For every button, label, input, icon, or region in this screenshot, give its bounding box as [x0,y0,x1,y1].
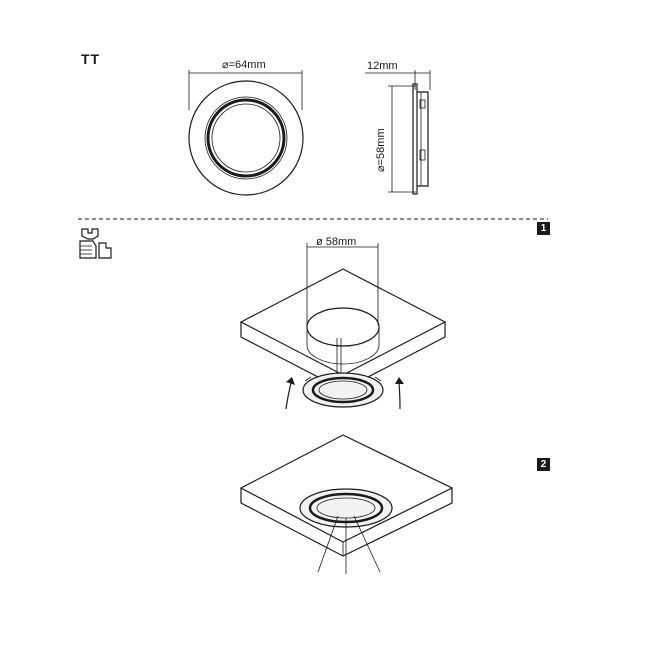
light-rays [317,515,381,574]
board-top-step1 [239,268,447,376]
body-diameter-label: ⌀=58mm [375,128,387,172]
wrench-hand-icon [79,228,112,259]
side-view [365,70,431,195]
outer-ring [188,80,304,196]
bezel-thick [206,98,286,178]
step-2-badge: 2 [537,458,550,471]
body-profile [417,91,429,187]
insert-arrow-right [395,377,404,410]
cutout-hole [306,307,380,347]
lens [211,103,281,173]
cutout-diameter-label: ø 58mm [316,236,357,248]
flange-profile [412,83,418,195]
step2-illustration [239,434,454,574]
step1-illustration [239,243,447,410]
outer-diameter-label: ⌀=64mm [222,59,266,71]
spring-bottom [419,149,426,161]
model-code: TT [81,51,101,67]
step-1-badge: 1 [537,222,550,235]
front-view [188,70,304,196]
spring-top [419,99,426,109]
depth-label: 12mm [367,60,398,72]
insert-arrow-left [285,377,295,410]
bezel-outer [204,96,288,180]
